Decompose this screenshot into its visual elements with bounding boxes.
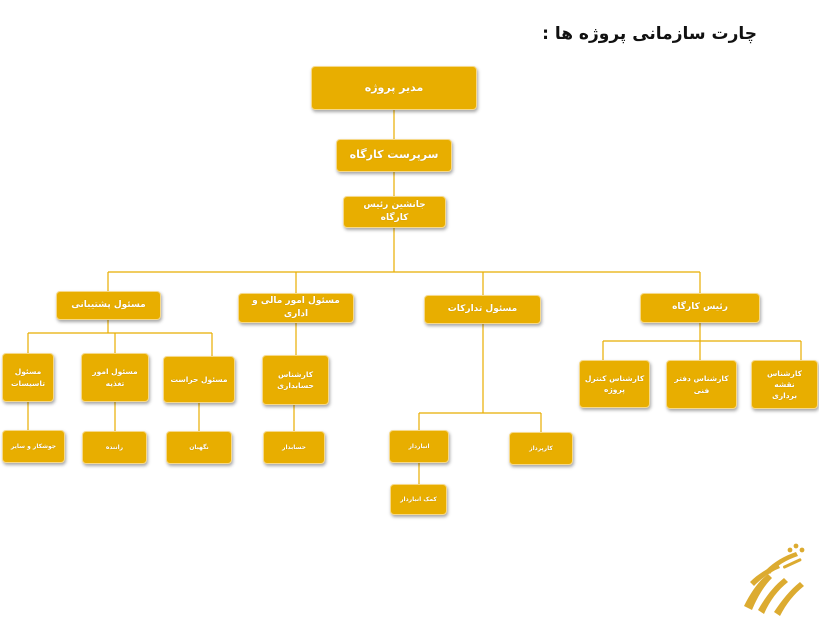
node-finance-admin-manager: مسئول امور مالی و اداری (238, 293, 354, 323)
node-purchasing-agent: کارپرداز (509, 432, 573, 465)
node-guard: نگهبان (166, 431, 232, 464)
node-deputy-site-head: جانشین رئیس کارگاه (343, 196, 446, 228)
page-title: چارت سازمانی پروژه ها : (542, 24, 757, 44)
node-support-manager: مسئول پشتیبانی (56, 291, 161, 320)
node-procurement-manager: مسئول تدارکات (424, 295, 541, 324)
node-technical-office-expert: کارشناس دفتر فنی (666, 360, 737, 409)
node-welder-fitter: جوشکار و سایر (2, 430, 65, 463)
node-assistant-storekeeper: کمک انباردار (390, 484, 447, 515)
node-catering-officer: مسئول امور تغذیه (81, 353, 149, 402)
node-site-head: رئیس کارگاه (640, 293, 760, 323)
node-storekeeper: انباردار (389, 430, 449, 463)
node-site-supervisor: سرپرست کارگاه (336, 139, 452, 172)
node-accounting-expert: کارشناس حسابداری (262, 355, 329, 405)
company-logo (744, 543, 805, 616)
node-driver: راننده (82, 431, 147, 464)
node-surveying-expert: کارشناس نقشه برداری (751, 360, 818, 409)
node-accountant: حسابدار (263, 431, 325, 464)
node-project-control-expert: کارشناس کنترل پروژه (579, 360, 650, 408)
node-security-officer: مسئول حراست (163, 356, 235, 403)
node-project-manager: مدیر پروژه (311, 66, 477, 110)
node-facilities-officer: مسئول تاسیسات (2, 353, 54, 402)
